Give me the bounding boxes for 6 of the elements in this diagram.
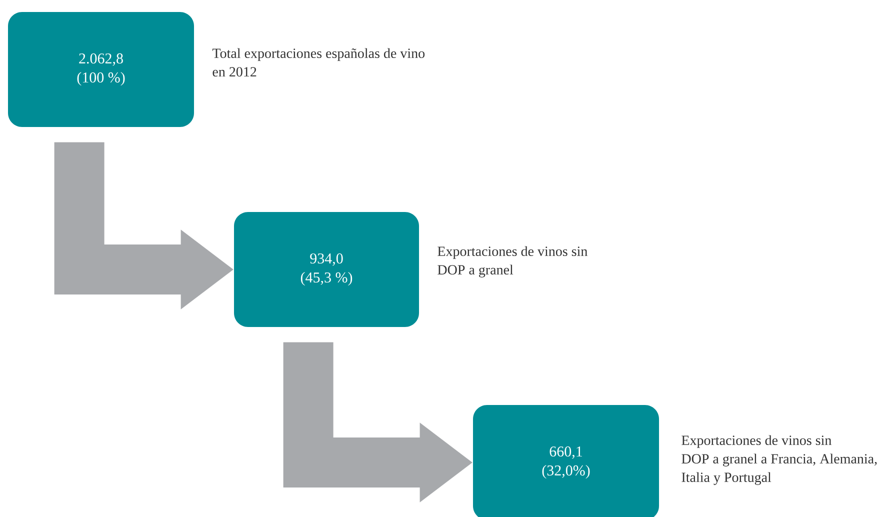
node-caption: Total exportaciones españolas de vino en 2012 bbox=[212, 48, 425, 77]
value-box: 934,0 (45,3 %) bbox=[234, 212, 419, 327]
node-caption: Exportaciones de vinos sin DOP a granel a Francia, Alemania, Italia y Portugal bbox=[682, 435, 877, 485]
value-box: 2.062,8 (100 %) bbox=[8, 12, 194, 127]
node-caption: Exportaciones de vinos sin DOP a granel bbox=[438, 246, 588, 278]
value-box: 660,1 (32,0%) bbox=[473, 405, 659, 517]
